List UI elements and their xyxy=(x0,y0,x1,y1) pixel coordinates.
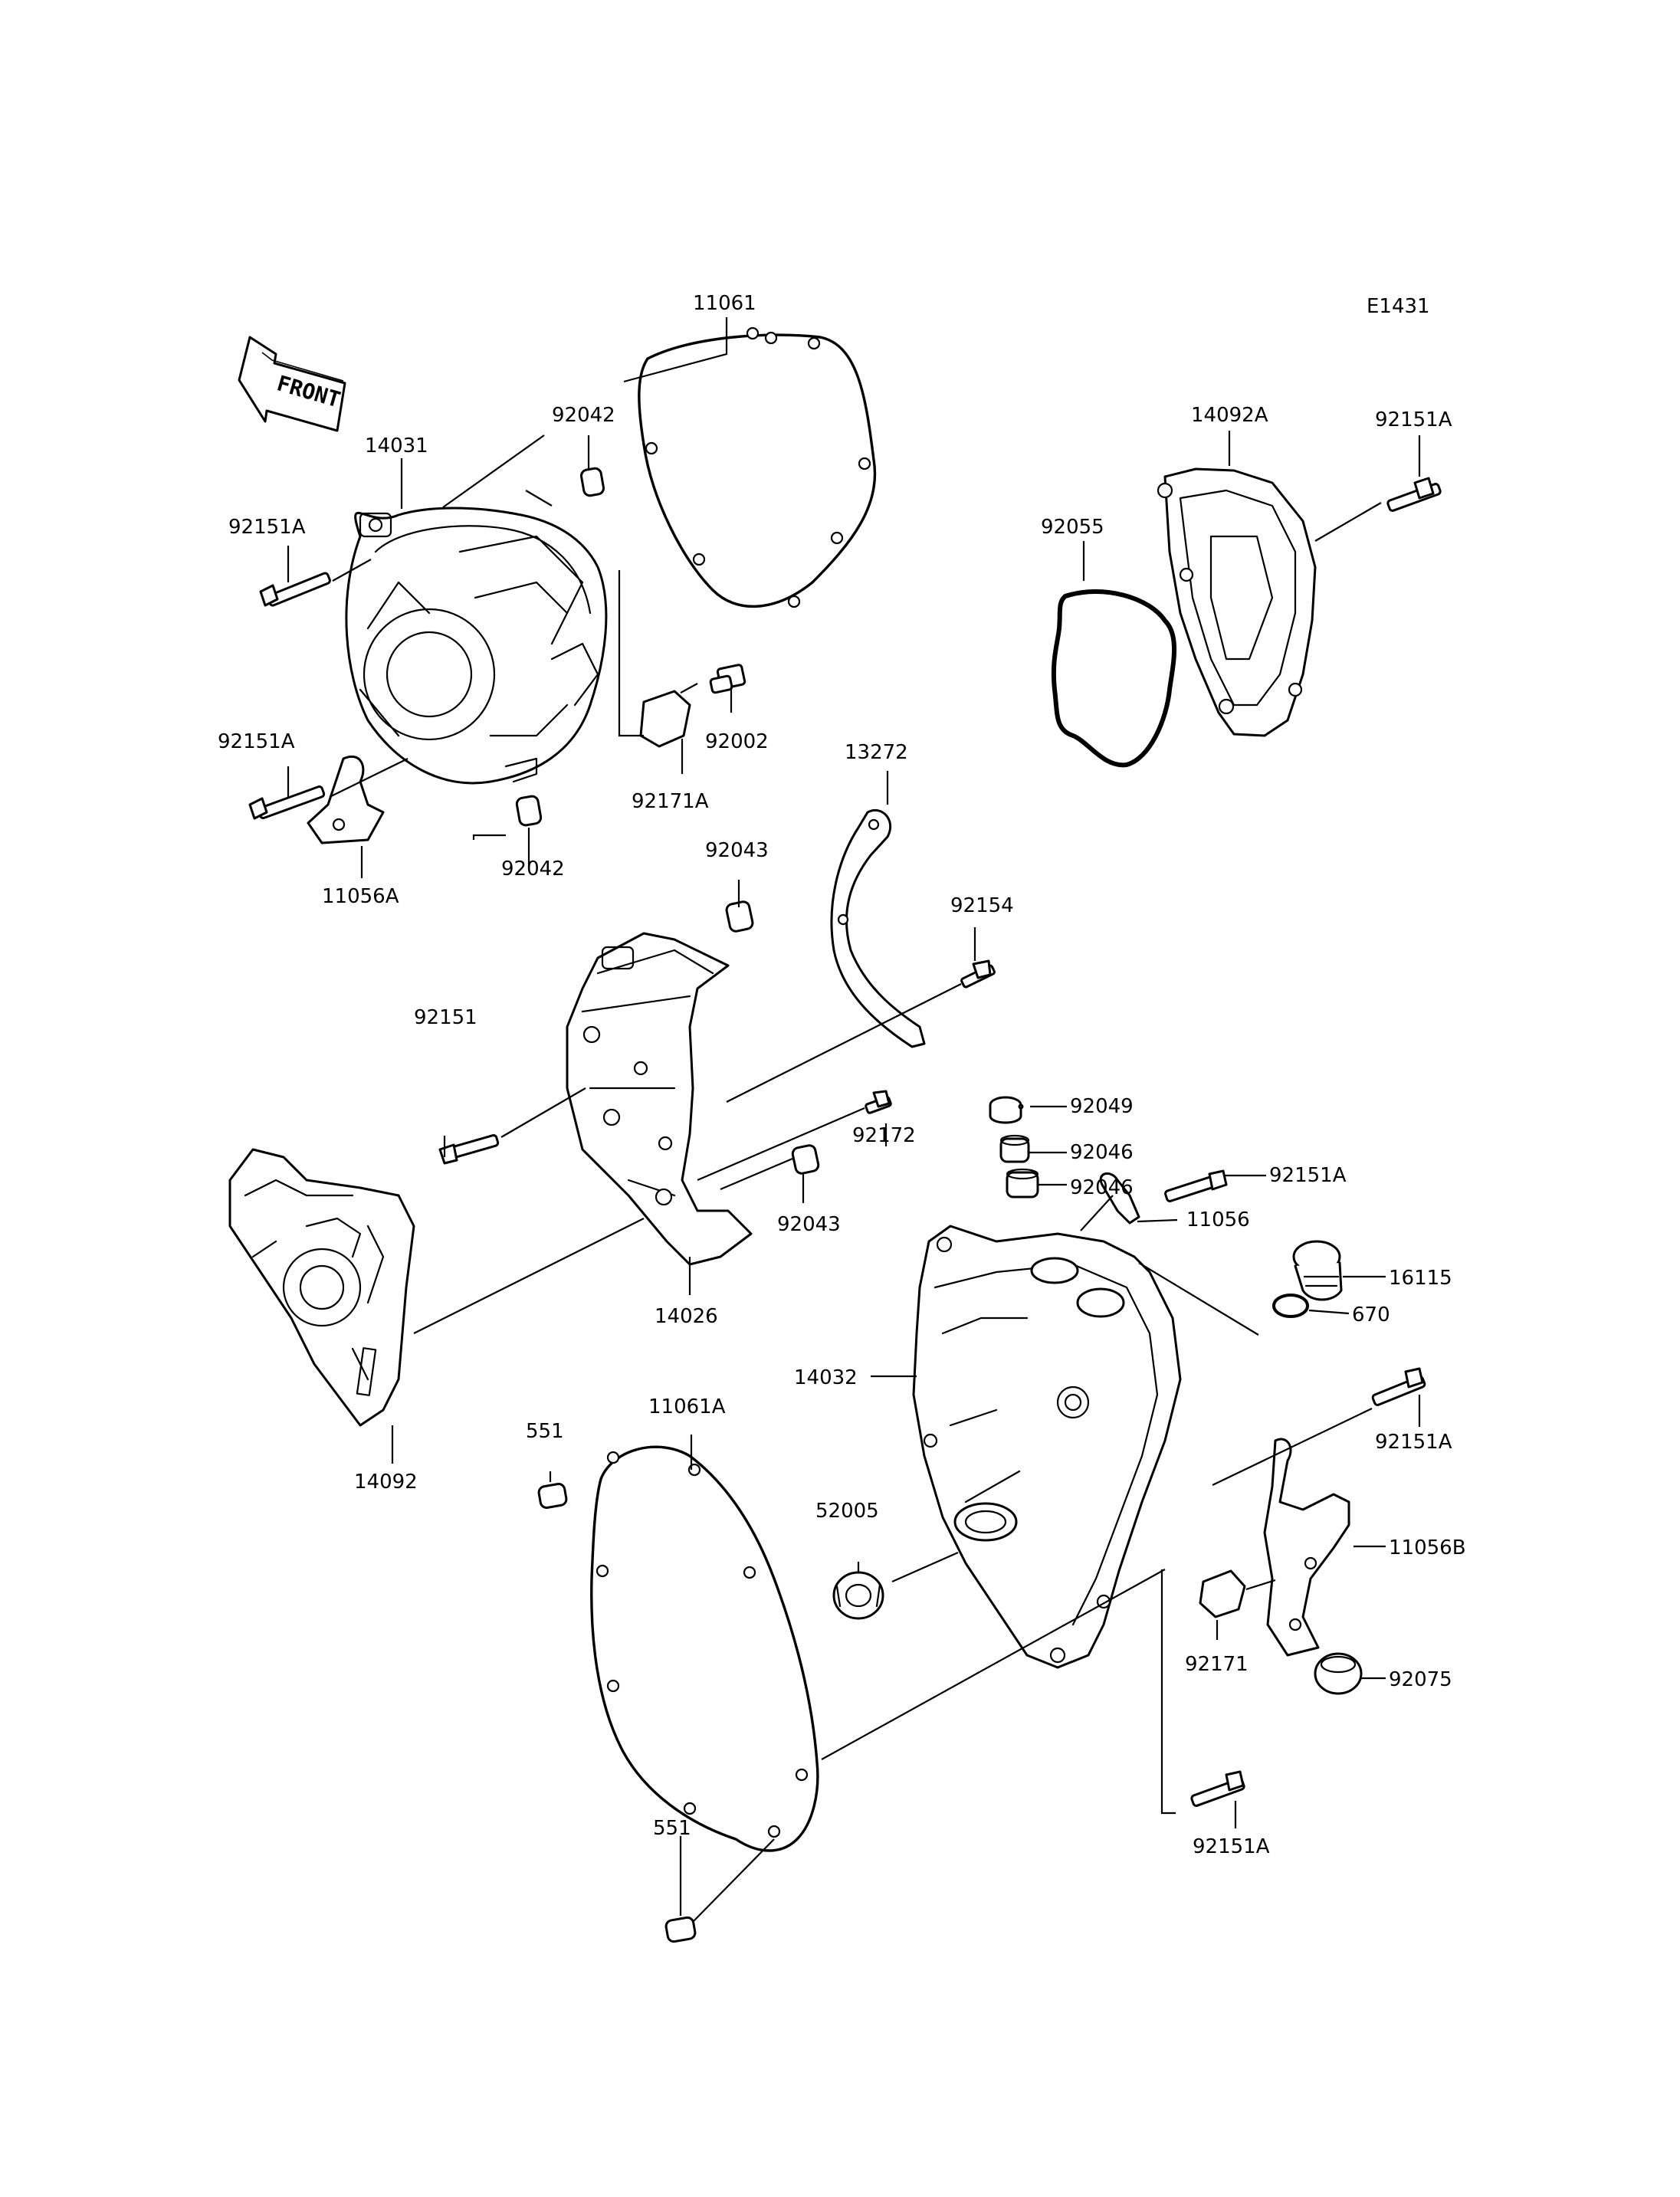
bolt-92151 xyxy=(438,1134,500,1165)
reference-code: E1431 xyxy=(1367,295,1430,318)
inner-cover-14026 xyxy=(566,932,753,1266)
label-92042-bottom: 92042 xyxy=(501,857,565,880)
dowel-pin-92043-top xyxy=(725,900,754,933)
o-ring-670 xyxy=(1272,1294,1309,1318)
label-11061: 11061 xyxy=(693,292,756,315)
label-14092: 14092 xyxy=(354,1471,418,1494)
label-92171: 92171 xyxy=(1185,1653,1249,1676)
label-670: 670 xyxy=(1352,1303,1390,1326)
label-14031: 14031 xyxy=(365,434,428,457)
bolt-92151a-upper-left xyxy=(259,572,331,607)
label-11056: 11056 xyxy=(1186,1208,1250,1231)
gasket-11061a xyxy=(590,1445,819,1852)
cover-14092a xyxy=(1157,467,1317,737)
label-92002: 92002 xyxy=(705,730,769,753)
gasket-92055 xyxy=(1051,589,1176,768)
label-92151a-right: 92151A xyxy=(1375,1431,1452,1454)
label-92042-top: 92042 xyxy=(552,404,615,427)
leader-lines xyxy=(287,317,1421,1923)
dowel-pin-551-lower xyxy=(664,1916,697,1943)
bolt-92151a-mid-right xyxy=(1164,1169,1228,1202)
gasket-11061-holes xyxy=(645,326,871,608)
bolt-92154 xyxy=(960,959,996,989)
bushing-92046-lower xyxy=(1006,1168,1039,1199)
cover-14092 xyxy=(228,1148,415,1427)
bolt-92151a-lower-left xyxy=(248,785,326,820)
bolt-92151a-right xyxy=(1371,1367,1426,1406)
label-92075: 92075 xyxy=(1389,1668,1452,1691)
bolt-92151a-top-right xyxy=(1386,477,1442,512)
label-92151a-bottom: 92151A xyxy=(1193,1835,1270,1858)
bolt-92172 xyxy=(865,1090,892,1114)
label-92043-top: 92043 xyxy=(705,839,769,862)
label-551-lower: 551 xyxy=(653,1817,691,1840)
dowel-pin-92043-bottom xyxy=(791,1144,820,1175)
label-92151a-mid-right: 92151A xyxy=(1269,1164,1347,1187)
label-92151a-lower-left: 92151A xyxy=(218,730,295,753)
plate-13272 xyxy=(830,808,926,1048)
bracket-11056a xyxy=(307,755,385,844)
label-14026: 14026 xyxy=(655,1305,718,1328)
label-92151a-top-right: 92151A xyxy=(1375,408,1452,431)
clamp-92171 xyxy=(1199,1569,1246,1618)
generator-cover xyxy=(345,507,608,785)
label-14032: 14032 xyxy=(794,1366,858,1389)
label-11056b: 11056B xyxy=(1389,1536,1466,1559)
cap-16115 xyxy=(1292,1240,1343,1301)
clutch-cover-14032 xyxy=(912,1225,1182,1669)
label-92046-upper: 92046 xyxy=(1070,1141,1134,1164)
clamp-92171a xyxy=(639,690,691,748)
label-92151: 92151 xyxy=(414,1006,477,1029)
dowel-pin-92042-bottom xyxy=(515,795,543,827)
bushing-92046-upper xyxy=(999,1103,1030,1163)
label-14092a: 14092A xyxy=(1191,404,1268,427)
cap-92075 xyxy=(1314,1652,1363,1695)
gasket-11061a-holes xyxy=(596,1451,809,1838)
label-92151a-upper-left: 92151A xyxy=(228,516,306,539)
gear-52005 xyxy=(832,1571,884,1620)
label-92172: 92172 xyxy=(852,1124,916,1147)
dowel-pin-551-upper xyxy=(537,1483,568,1509)
clip-11056 xyxy=(1099,1172,1140,1225)
label-16115: 16115 xyxy=(1389,1267,1452,1290)
label-92154: 92154 xyxy=(950,894,1014,917)
dowel-pin-92042-top xyxy=(580,467,605,497)
part-labels: 11061 14031 92042 92151A 92151A 92002 92… xyxy=(218,292,1466,1858)
label-52005: 52005 xyxy=(815,1500,879,1523)
plug-92002 xyxy=(709,664,746,694)
label-92055: 92055 xyxy=(1041,516,1104,539)
bracket-11056b xyxy=(1263,1438,1350,1657)
label-92046-lower: 92046 xyxy=(1070,1176,1134,1199)
label-92049: 92049 xyxy=(1070,1095,1134,1118)
bushing-92049 xyxy=(989,1096,1022,1124)
label-92171a: 92171A xyxy=(632,790,709,813)
label-13272: 13272 xyxy=(845,741,908,764)
label-551-upper: 551 xyxy=(526,1420,564,1443)
gasket-11061 xyxy=(638,333,877,608)
label-92043-bottom: 92043 xyxy=(777,1213,841,1236)
front-arrow-icon: FRONT xyxy=(238,336,346,432)
label-11056a: 11056A xyxy=(322,885,399,908)
label-11061a: 11061A xyxy=(648,1395,726,1418)
bolt-92151a-bottom xyxy=(1190,1770,1245,1807)
